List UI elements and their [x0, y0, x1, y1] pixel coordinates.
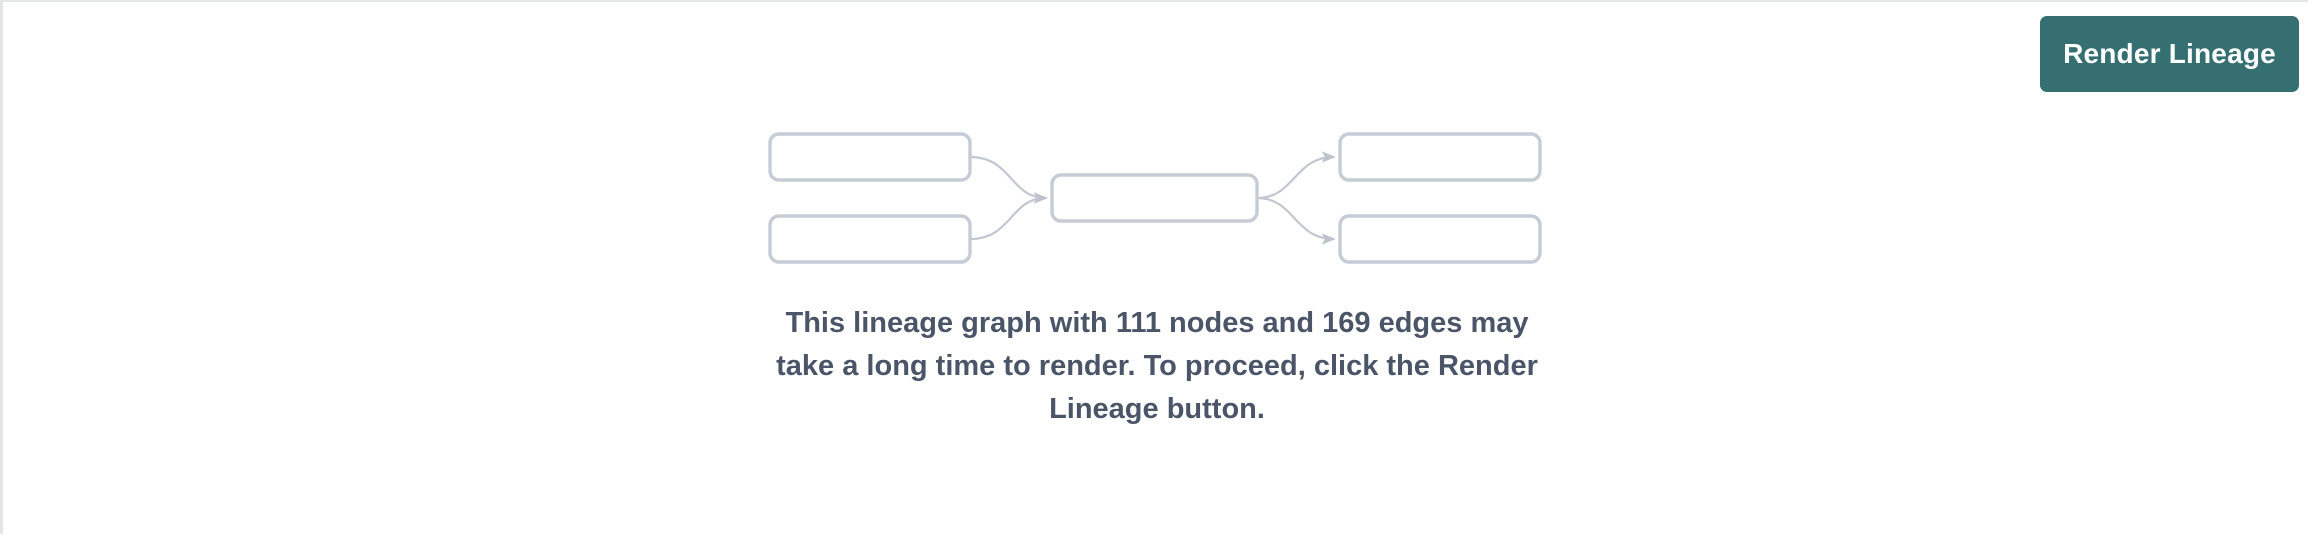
- lineage-node-upstream-1: [768, 132, 972, 182]
- lineage-node-focus: [1050, 173, 1259, 223]
- lineage-node-downstream-2: [1338, 214, 1542, 264]
- lineage-node-downstream-1: [1338, 132, 1542, 182]
- lineage-edge: [1256, 196, 1336, 245]
- render-lineage-button[interactable]: Render Lineage: [2040, 16, 2299, 92]
- lineage-empty-state: This lineage graph with 111 nodes and 16…: [3, 2, 2308, 536]
- lineage-placeholder-graphic: [768, 132, 1542, 264]
- lineage-empty-state-message: This lineage graph with 111 nodes and 16…: [776, 307, 1538, 425]
- lineage-edge: [1256, 151, 1336, 200]
- lineage-edge: [969, 155, 1048, 204]
- lineage-edge-group: [969, 151, 1336, 245]
- lineage-node-group: [768, 132, 1542, 264]
- lineage-node-upstream-2: [768, 214, 972, 264]
- lineage-edge: [969, 192, 1048, 241]
